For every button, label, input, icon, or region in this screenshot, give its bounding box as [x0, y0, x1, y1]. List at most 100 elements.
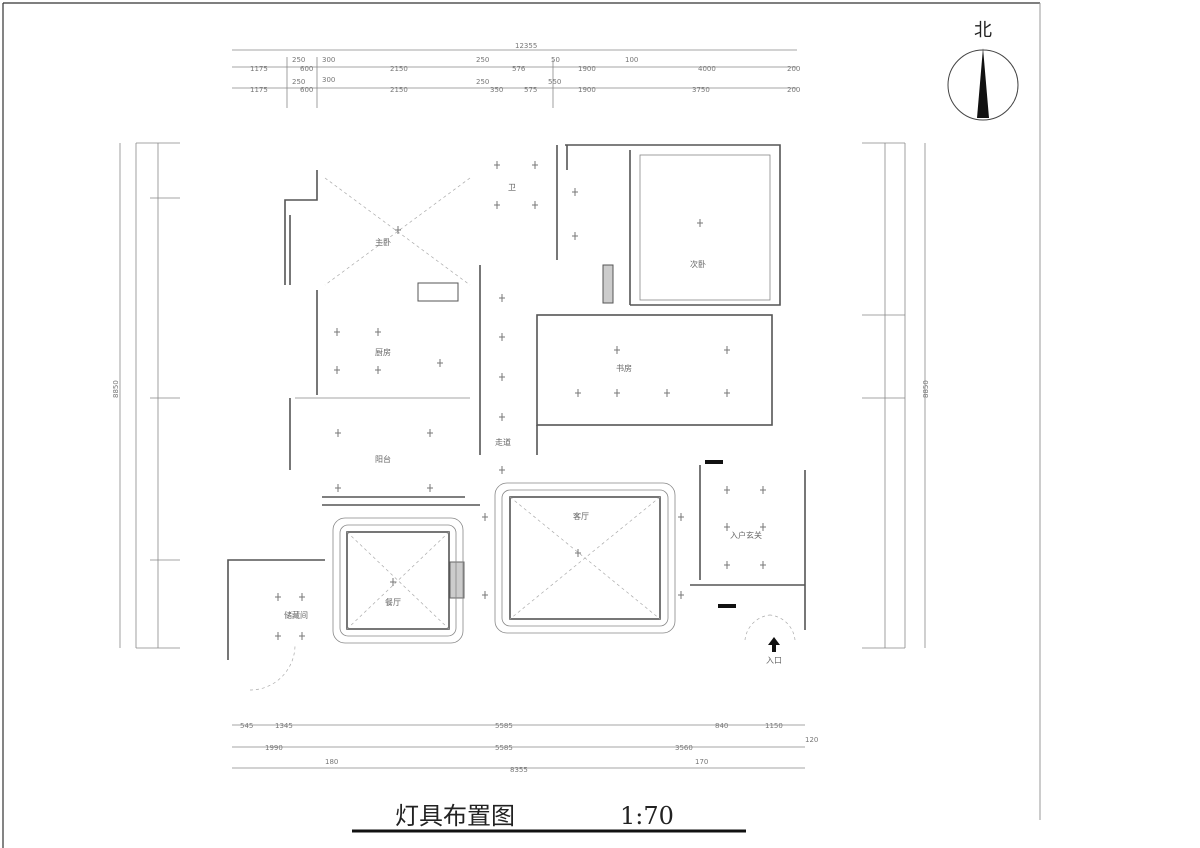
ceiling-light-icon: [724, 523, 730, 531]
ceiling-light-icon: [334, 366, 340, 374]
dim-text: 600: [300, 65, 313, 73]
ceiling-light-icon: [697, 219, 703, 227]
room-label: 餐厅: [385, 598, 401, 607]
ceiling-light-icon: [375, 366, 381, 374]
ceiling-light-icon: [494, 161, 500, 169]
room-label: 卫: [508, 183, 516, 192]
dim-text: 5585: [495, 722, 513, 730]
dim-text: 575: [524, 86, 537, 94]
dim-text: 12355: [515, 42, 537, 50]
ceiling-light-icon: [664, 389, 670, 397]
ceiling-light-icon: [499, 466, 505, 474]
ceiling-light-icon: [532, 161, 538, 169]
sheet-border: [2, 2, 1041, 848]
north-arrow-icon: 北: [947, 20, 1019, 121]
scale-text: 1:70: [620, 802, 674, 830]
left-dimensions: 8850: [112, 142, 180, 649]
ceiling-light-icon: [724, 346, 730, 354]
dim-text: 300: [322, 56, 335, 64]
dim-text: 8850: [922, 380, 930, 398]
dim-text: 300: [322, 76, 335, 84]
ceiling-light-icon: [427, 484, 433, 492]
ceiling-light-icon: [395, 226, 401, 234]
ceilings: [249, 177, 796, 691]
walls: [227, 144, 806, 660]
dim-text: 5585: [495, 744, 513, 752]
dim-text: 350: [490, 86, 503, 94]
dim-text: 250: [292, 78, 305, 86]
ceiling-light-icon: [760, 486, 766, 494]
dim-text: 600: [300, 86, 313, 94]
dim-text: 1900: [578, 86, 596, 94]
ceiling-light-icon: [572, 232, 578, 240]
ceiling-light-icon: [572, 188, 578, 196]
ceiling-light-icon: [724, 389, 730, 397]
room-label: 客厅: [573, 511, 589, 521]
dim-text: 545: [240, 722, 253, 730]
dim-text: 2150: [390, 65, 408, 73]
ceiling-light-icon: [375, 328, 381, 336]
dim-text: 1175: [250, 86, 268, 94]
room-label: 厨房: [375, 347, 391, 357]
dim-text: 100: [625, 56, 638, 64]
room-label: 储藏间: [284, 610, 308, 620]
ceiling-light-icon: [335, 429, 341, 437]
ceiling-light-icon: [427, 429, 433, 437]
top-dimensions: 12355 1175 250 600 300 2150 250 576 50 1…: [232, 42, 800, 108]
room-label: 入口: [766, 656, 782, 665]
dim-text: 200: [787, 65, 800, 73]
room-label: 书房: [616, 363, 632, 373]
bottom-dimensions: 545 1345 5585 840 1150 1990 5585 3560 18…: [232, 722, 818, 774]
dim-text: 1900: [578, 65, 596, 73]
dim-text: 4000: [698, 65, 716, 73]
ceiling-light-icon: [482, 591, 488, 599]
dim-text: 3560: [675, 744, 693, 752]
dim-text: 8355: [510, 766, 528, 774]
room-label: 入户玄关: [730, 530, 762, 540]
dim-text: 2150: [390, 86, 408, 94]
dim-text: 3750: [692, 86, 710, 94]
lamps: [275, 161, 766, 640]
dim-text: 840: [715, 722, 728, 730]
ceiling-light-icon: [275, 593, 281, 601]
ceiling-light-icon: [724, 486, 730, 494]
dim-text: 550: [548, 78, 561, 86]
ceiling-light-icon: [499, 413, 505, 421]
ceiling-light-icon: [437, 359, 443, 367]
ceiling-light-icon: [678, 513, 684, 521]
ceiling-light-icon: [275, 632, 281, 640]
ceiling-light-icon: [532, 201, 538, 209]
dim-text: 170: [695, 758, 708, 766]
dim-text: 200: [787, 86, 800, 94]
title-text: 灯具布置图: [395, 802, 515, 830]
ceiling-light-icon: [499, 333, 505, 341]
ceiling-light-icon: [390, 578, 396, 586]
dim-text: 8850: [112, 380, 120, 398]
dim-text: 50: [551, 56, 560, 64]
ceiling-light-icon: [614, 389, 620, 397]
ceiling-light-icon: [760, 523, 766, 531]
ceiling-light-icon: [575, 549, 581, 557]
ceiling-light-icon: [499, 373, 505, 381]
room-label: 走道: [495, 437, 511, 447]
dim-text: 250: [476, 78, 489, 86]
ceiling-light-icon: [299, 632, 305, 640]
ceiling-light-icon: [334, 328, 340, 336]
dim-text: 120: [805, 736, 818, 744]
ceiling-light-icon: [335, 484, 341, 492]
dim-text: 1990: [265, 744, 283, 752]
ceiling-light-icon: [760, 561, 766, 569]
ceiling-light-icon: [575, 389, 581, 397]
entrance-arrow-icon: [768, 637, 780, 652]
dim-text: 1150: [765, 722, 783, 730]
dim-text: 250: [476, 56, 489, 64]
room-label: 次卧: [690, 259, 706, 269]
ceiling-light-icon: [678, 591, 684, 599]
ceiling-light-icon: [299, 593, 305, 601]
drawing-title: 灯具布置图 1:70: [352, 802, 746, 833]
dim-text: 576: [512, 65, 526, 73]
right-dimensions: 8850: [862, 142, 930, 649]
ceiling-light-icon: [494, 201, 500, 209]
ceiling-light-icon: [499, 294, 505, 302]
